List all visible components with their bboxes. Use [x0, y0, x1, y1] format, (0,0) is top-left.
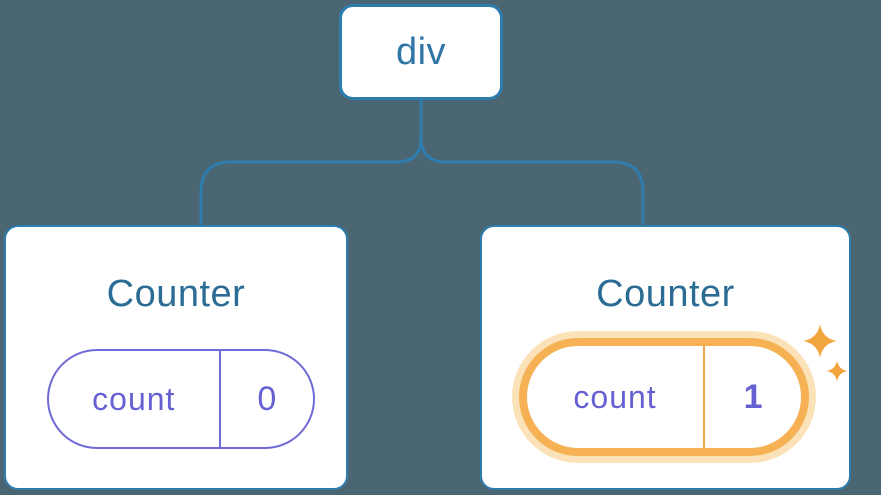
connector-left-branch [199, 96, 423, 228]
state-pill-highlighted: count 1 [519, 338, 809, 456]
state-value: 0 [257, 379, 277, 418]
state-key-label: count [49, 351, 221, 447]
connector-right-branch [419, 96, 645, 228]
component-title: Counter [596, 273, 735, 315]
state-key-label: count [527, 346, 706, 448]
sparkle-small [826, 360, 848, 382]
state-value: 1 [743, 377, 763, 416]
root-node: div [339, 4, 503, 100]
state-pill: count 0 [47, 349, 315, 449]
sparkles-icon [803, 324, 848, 382]
root-node-label: div [395, 30, 447, 73]
component-card-counter-left: Counter count 0 [4, 225, 348, 490]
component-title: Counter [106, 273, 246, 315]
component-card-counter-right: Counter count 1 [480, 225, 851, 490]
sparkle-large [803, 324, 837, 358]
